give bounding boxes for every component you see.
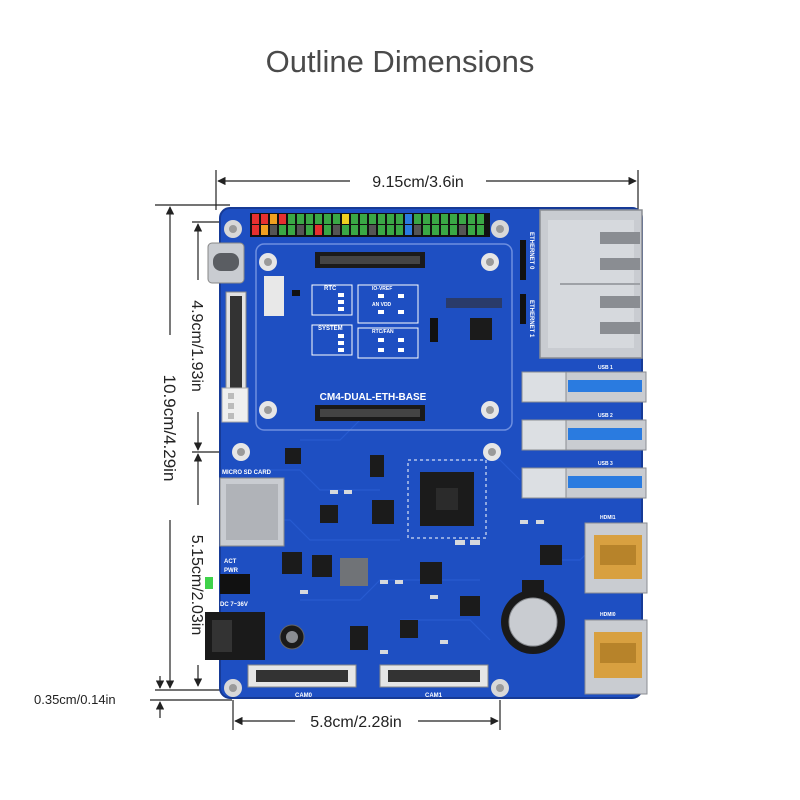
height-upper-label: 4.9cm/1.93in [188,300,205,392]
usb1-label: USB 1 [598,365,613,371]
ethernet0-label: ETHERNET 0 [528,232,534,270]
rtc-battery-holder [501,580,565,654]
dc-label: DC 7~36V [220,602,248,608]
microsd-label: MICRO SD CARD [222,470,272,476]
rtc-label: RTC [324,286,337,292]
cam0-label: CAM0 [295,693,313,699]
offset-bottom-label: 0.35cm/0.14in [34,692,116,707]
usb-a-ports [521,371,647,499]
cam1-label: CAM1 [425,693,443,699]
height-total-label: 10.9cm/4.29in [160,375,179,482]
pwr-label: PWR [224,568,239,574]
iovref-label: IO-VREF [372,286,392,292]
gpio-header [250,213,490,237]
rtcfan-label: RTC/FAN [372,329,394,335]
fan-header [221,387,249,423]
hole-spacing-label: 5.8cm/2.28in [310,714,402,731]
usb3-label: USB 3 [598,461,613,467]
width-dimension-label: 9.15cm/3.6in [372,174,464,191]
system-label: SYSTEM [318,326,343,332]
act-label: ACT [224,559,237,565]
board-name-label: CM4-DUAL-ETH-BASE [320,392,427,403]
anvdd-label: AN VDD [372,302,392,308]
pcb-board: RTC IO-VREF AN VDD SYSTEM RTC/FAN CM4-DU… [205,207,648,699]
ethernet-jack [539,209,643,359]
ethernet1-label: ETHERNET 1 [528,300,534,338]
hdmi0-label: HDMI0 [600,612,616,618]
hdmi-ports [584,522,648,695]
hdmi1-label: HDMI1 [600,515,616,521]
height-lower-label: 5.15cm/2.03in [188,535,205,636]
page-title: Outline Dimensions [265,44,535,79]
usb2-label: USB 2 [598,413,613,419]
dimension-lines [150,170,639,730]
mounting-holes [224,220,509,697]
